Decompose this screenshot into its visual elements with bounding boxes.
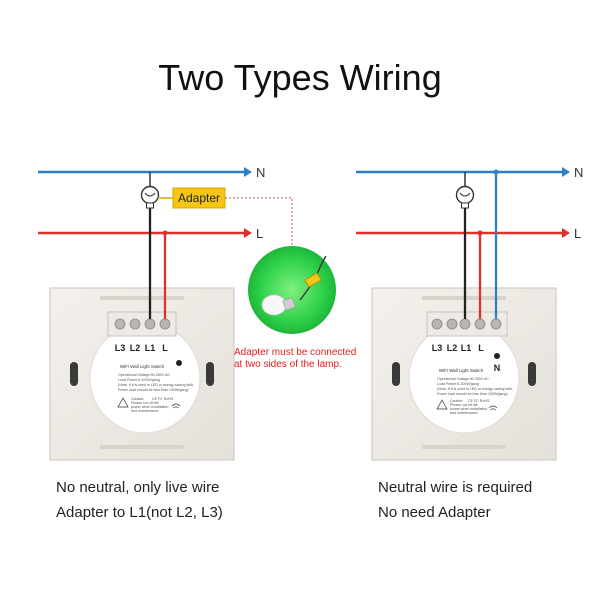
left-terminal-label-l2: L2 xyxy=(130,343,141,353)
left-module-spec-4: Power load should be less than 100W/gang… xyxy=(118,388,189,392)
left-caution-3: power when installation xyxy=(131,405,168,409)
right-screw-l2 xyxy=(446,318,458,330)
left-terminal-label-l: L xyxy=(162,343,168,353)
right-live-arrow xyxy=(562,228,570,238)
left-terminal-label-l1: L1 xyxy=(145,343,156,353)
right-caption-line2: No need Adapter xyxy=(378,504,491,521)
right-terminal-label-l3: L3 xyxy=(432,343,443,353)
left-live-arrow xyxy=(244,228,252,238)
right-screw-l3 xyxy=(431,318,443,330)
lamp-bulb xyxy=(261,294,287,316)
right-neutral-label: N xyxy=(574,165,583,180)
right-screw-n xyxy=(490,318,502,330)
right-neutral-arrow xyxy=(562,167,570,177)
right-terminal-label-n: N xyxy=(494,363,501,373)
right-caution-4: and maintenance xyxy=(450,411,478,415)
right-diagram: N L L3 L2 L1 L N WiFi Wall L xyxy=(356,165,583,521)
left-caption-line2: Adapter to L1(not L2, L3) xyxy=(56,504,223,521)
left-terminal-screws xyxy=(114,318,171,330)
right-module-spec-1: Operational Voltage:90-250V AC xyxy=(437,377,489,381)
left-caution-4: and maintenance xyxy=(131,409,159,413)
lamp-note-line2: at two sides of the lamp. xyxy=(234,359,342,370)
right-wifi-icon xyxy=(488,405,498,411)
right-plate-hole-r xyxy=(528,362,536,386)
adapter-callout-line xyxy=(225,197,293,250)
left-screw-l2 xyxy=(129,318,141,330)
right-live-junction xyxy=(477,230,483,236)
right-module-spec-3: (Note: If it is used in LED or energy sa… xyxy=(437,387,513,391)
right-lamp-symbol xyxy=(455,185,475,205)
left-caution-1: Caution: xyxy=(131,397,144,401)
left-screw-l xyxy=(159,318,171,330)
left-diagram: N L Adapter L3 L2 xyxy=(38,165,293,521)
right-terminal-label-l: L xyxy=(478,343,484,353)
left-module-spec-1: Operational Voltage:90-250V AC xyxy=(118,373,170,377)
right-caption-line1: Neutral wire is required xyxy=(378,479,532,496)
left-caption-line1: No neutral, only live wire xyxy=(56,479,219,496)
left-screw-l3 xyxy=(114,318,126,330)
right-module-title: WiFi Wall Light Switch xyxy=(439,368,484,373)
left-screw-l1 xyxy=(144,318,156,330)
left-indicator-dot xyxy=(176,360,182,366)
adapter-bulb-base xyxy=(146,202,154,209)
left-neutral-arrow xyxy=(244,167,252,177)
right-terminal-label-l1: L1 xyxy=(461,343,472,353)
right-caution-2: Please cut off the xyxy=(450,403,478,407)
left-terminal-label-l3: L3 xyxy=(115,343,126,353)
left-module-spec-3: (Note: If it is used in LED or energy sa… xyxy=(118,383,194,387)
adapter-bulb-filament xyxy=(144,192,156,197)
adapter-label: Adapter xyxy=(178,191,220,205)
right-plate-hole-l xyxy=(392,362,400,386)
right-lamp-filament xyxy=(459,192,471,197)
lamp-note-line1: Adapter must be connected xyxy=(234,347,356,358)
right-neutral-junction xyxy=(493,169,499,175)
left-plate-slot-top xyxy=(100,296,184,300)
lamp-adapter xyxy=(304,272,322,288)
left-plate-hole-r xyxy=(206,362,214,386)
left-live-junction xyxy=(162,230,168,236)
left-marks: CE FC RoHS xyxy=(152,397,174,401)
right-caution-1: Caution: xyxy=(450,399,463,403)
right-indicator-dot xyxy=(494,353,500,359)
left-module-title: WiFi Wall Light Switch xyxy=(120,364,165,369)
lamp-bulb-base xyxy=(282,297,296,311)
right-live-label: L xyxy=(574,226,581,241)
lamp-illustration: Adapter must be connected at two sides o… xyxy=(234,246,356,370)
left-module-spec-2: Load Power:5-100W/gang xyxy=(118,378,160,382)
right-caution-icon xyxy=(436,399,448,410)
right-screw-l xyxy=(474,318,486,330)
left-plate-slot-bottom xyxy=(100,445,184,449)
left-caution-2: Please cut off the xyxy=(131,401,159,405)
left-wifi-icon xyxy=(171,403,181,409)
left-neutral-label: N xyxy=(256,165,265,180)
right-terminal-label-l2: L2 xyxy=(447,343,458,353)
right-lamp-base xyxy=(461,202,469,209)
right-screw-l1 xyxy=(459,318,471,330)
right-module-spec-4: Power load should be less than 100W/gang… xyxy=(437,392,508,396)
right-module-spec-2: Load Power:5-100W/gang xyxy=(437,382,479,386)
left-plate-hole-l xyxy=(70,362,78,386)
left-caution-icon xyxy=(117,397,129,408)
adapter-bulb-symbol xyxy=(140,185,160,205)
lamp-circle xyxy=(248,246,336,334)
right-plate-slot-bottom xyxy=(422,445,506,449)
left-live-label: L xyxy=(256,226,263,241)
right-caution-3: power when installation xyxy=(450,407,487,411)
right-marks: CE FC RoHS xyxy=(468,399,490,403)
page-title: Two Types Wiring xyxy=(158,57,441,98)
lamp-cable xyxy=(299,255,327,301)
